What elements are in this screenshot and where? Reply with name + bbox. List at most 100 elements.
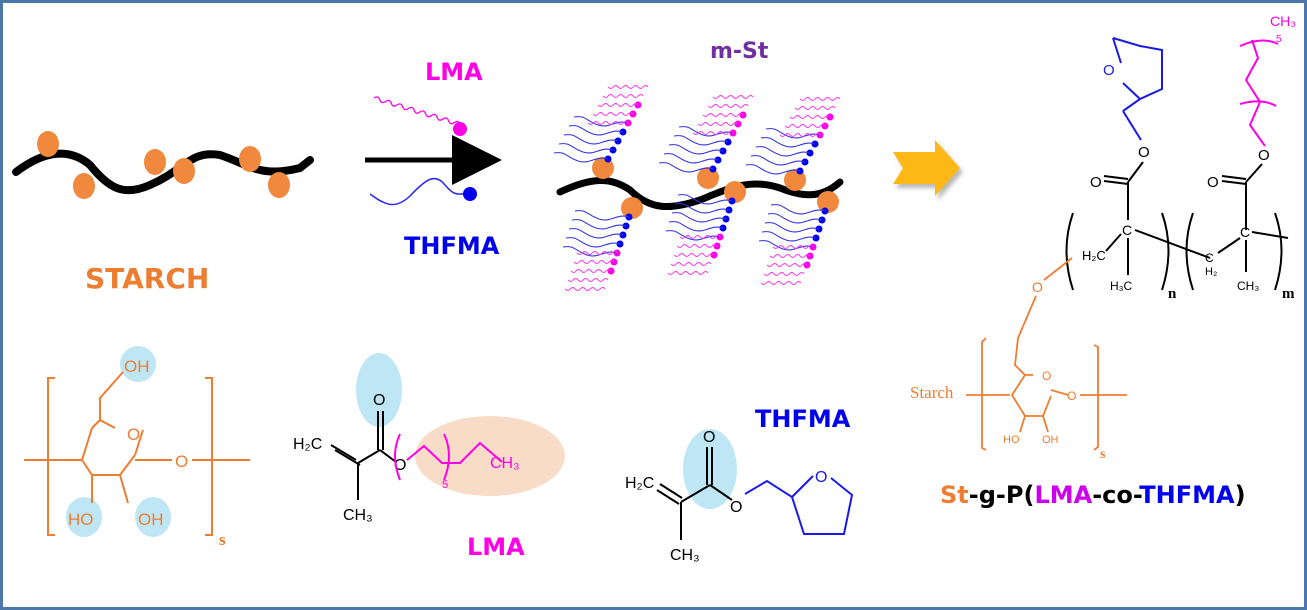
mst-thfma-side-chain — [767, 213, 823, 224]
lma-repeat-5: 5 — [442, 479, 448, 491]
hydroxyl-3: OH — [138, 510, 164, 529]
ring-oxygen-small: O — [1042, 369, 1051, 383]
mst-thfma-side-chain — [558, 143, 614, 154]
mst-lma-side-chain — [707, 104, 749, 108]
mst-thfma-side-chain — [764, 222, 820, 233]
mst-thfma-side-chain — [750, 155, 806, 166]
yellow-arrow-icon — [893, 140, 960, 196]
thfma-carbonyl-oxygen: O — [703, 429, 715, 446]
lma-methyl: CH₃ — [343, 507, 373, 524]
carbonyl-oxygen-1: O — [1090, 174, 1102, 191]
starch-bead — [239, 146, 261, 172]
quaternary-carbon-2: C — [1240, 224, 1250, 240]
starch-repeat-unit: OH O O HO OH s — [24, 346, 250, 549]
product-name: St-g-P(LMA-co-THFMA) — [940, 481, 1246, 509]
mst-thfma-side-chain — [761, 231, 817, 242]
lma-carbonyl-oxygen: O — [373, 392, 385, 409]
mst-anchor-bead — [621, 197, 643, 219]
mst-thfma-side-chain — [665, 230, 721, 241]
mst-lma-side-chain — [789, 115, 831, 119]
starch-bead — [37, 131, 59, 157]
hydroxyl-small-2: OH — [1042, 434, 1059, 446]
product-name-graft: -g-P( — [969, 481, 1035, 509]
mst-backbone — [556, 176, 844, 211]
repeat-s: s — [219, 530, 226, 549]
mst-lma-side-chain — [779, 133, 821, 137]
glycosidic-oxygen: O — [175, 452, 188, 471]
methyl-1: H₃C — [1110, 279, 1133, 293]
mst-lma-side-chain — [670, 262, 712, 266]
mst-thfma-side-chain — [671, 212, 727, 223]
mst-anchor-bead — [817, 191, 839, 213]
mst-anchor-bead — [724, 181, 746, 203]
mst-lma-side-chain — [570, 269, 612, 273]
mst-lma-side-chain — [763, 272, 805, 276]
mst-thfma-side-chain — [573, 116, 629, 127]
thfma-ring-oxygen: O — [815, 469, 827, 486]
hydroxyl-small-1: HO — [1003, 434, 1020, 446]
starch-bead — [144, 149, 166, 175]
mst-lma-side-chain — [794, 106, 836, 110]
mst-thfma-side-chain — [678, 126, 734, 137]
ring-oxygen: O — [127, 425, 140, 444]
mst-thfma-side-chain — [673, 135, 729, 146]
mst-thfma-side-chain — [568, 125, 624, 136]
mst-thfma-side-chain — [765, 128, 821, 139]
link-oxygen: O — [1032, 279, 1043, 295]
thfma-ester-oxygen: O — [730, 499, 742, 516]
mst-lma-side-chain — [679, 235, 721, 239]
mst-thfma-side-chain — [562, 246, 618, 257]
hydroxyl-2: HO — [68, 510, 94, 529]
starch-label: STARCH — [85, 262, 209, 295]
lma-structure-label: LMA — [467, 533, 525, 561]
ester-oxygen-2: O — [1258, 147, 1270, 164]
thfma-methyl: CH₃ — [670, 547, 700, 564]
mst-lma-side-chain — [573, 260, 615, 264]
lma-head-icon — [453, 122, 467, 136]
lma-chain-icon — [373, 96, 461, 125]
lma-monomer-label: LMA — [425, 58, 483, 86]
mst-thfma-side-chain — [565, 237, 621, 248]
carbonyl-oxygen-2: O — [1207, 174, 1219, 191]
mst-lma-side-chain — [576, 251, 618, 255]
mst-thfma-side-chain — [668, 144, 724, 155]
mst-lma-side-chain — [702, 113, 744, 117]
mst-lma-side-chain — [564, 287, 606, 291]
mst-thfma-side-chain — [755, 146, 811, 157]
product-name-st: St — [940, 481, 969, 509]
mst-thfma-side-chain — [674, 203, 730, 214]
repeat-5-top: 5 — [1276, 34, 1282, 45]
mst-lma-side-chain — [597, 103, 639, 107]
mst-lma-side-chain — [676, 244, 718, 248]
thf-oxygen: O — [1103, 62, 1115, 79]
thfma-methylene: H₂C — [625, 475, 654, 492]
mst-graft-bead — [806, 252, 814, 260]
thfma-structure: O O H₂C CH₃ O THFMA — [625, 405, 854, 564]
mst-lma-side-chain — [587, 121, 629, 125]
mst-anchor-bead — [784, 169, 806, 191]
thfma-head-icon — [463, 187, 477, 201]
mst-lma-side-chain — [673, 253, 715, 257]
ester-oxygen-1: O — [1138, 144, 1150, 161]
starch-bead — [73, 173, 95, 199]
ch2-hydrogens: H₂ — [1205, 266, 1217, 278]
mst-thfma-side-chain — [677, 194, 733, 205]
mst-thfma-side-chain — [745, 164, 801, 175]
mst-lma-side-chain — [697, 122, 739, 126]
product-name-lma: LMA — [1034, 481, 1092, 509]
mst-thfma-side-chain — [563, 134, 619, 145]
mst-thfma-side-chain — [760, 137, 816, 148]
lma-structure: O O H₂C CH₃ CH₃ 5 LMA — [293, 353, 565, 561]
thfma-chain-icon — [369, 177, 469, 206]
product-structure: O O O C H₂C H₃C n C H₂ C CH₃ m O O — [910, 13, 1296, 462]
mst-lma-side-chain — [784, 124, 826, 128]
repeat-n: n — [1168, 286, 1177, 302]
ch2-carbon: C — [1205, 251, 1214, 265]
thfma-structure-label: THFMA — [755, 405, 851, 433]
mst-lma-side-chain — [667, 271, 709, 275]
mst-thfma-side-chain — [568, 228, 624, 239]
modified-starch-illustration — [553, 85, 844, 291]
product-name-thfma: THFMA — [1139, 481, 1235, 509]
